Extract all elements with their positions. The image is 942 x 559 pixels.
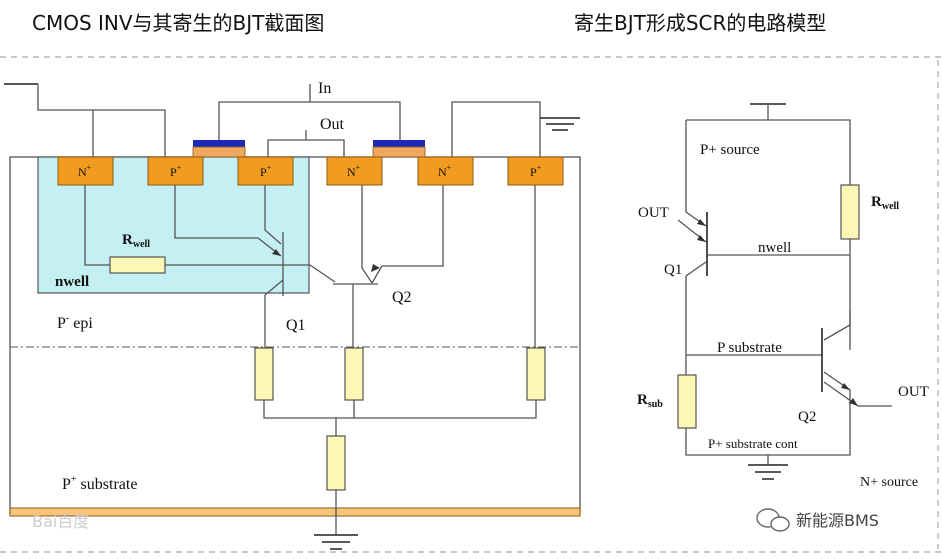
rsub-resistor-1 <box>254 347 274 401</box>
q2-emitter-wire <box>371 185 444 284</box>
q1-label-right: Q1 <box>664 262 682 278</box>
q2-emitter2-wire <box>361 185 373 284</box>
ground-symbol-right <box>748 464 788 480</box>
q2-arrow <box>371 264 380 272</box>
svg-text:N+: N+ <box>347 163 361 179</box>
diffusion-p1: P+ <box>147 156 204 186</box>
title-left: CMOS INV与其寄生的BJT截面图 <box>32 11 324 35</box>
q1r-out-arrow <box>697 235 706 242</box>
diffusion-n2: N+ <box>326 156 383 186</box>
rsub-join-wire <box>263 400 537 419</box>
q2-label-right: Q2 <box>798 409 816 425</box>
rsub-resistor-right <box>677 374 697 429</box>
q1-label: Q1 <box>286 317 306 334</box>
nwell-label-right: nwell <box>758 240 791 256</box>
cross-section: In Out N+ P+ P+ N+ N+ P+ Rw <box>4 80 581 550</box>
rwell-resistor <box>109 256 166 274</box>
q1r-emitter <box>685 120 707 227</box>
svg-text:N+: N+ <box>78 163 92 179</box>
q1-emitter-wire <box>174 185 282 257</box>
substrate-contact-bar <box>9 507 581 517</box>
svg-text:N+: N+ <box>438 163 452 179</box>
p-sub-cont-label: P+ substrate cont <box>708 436 798 451</box>
q2-collector-wire <box>283 264 336 283</box>
q2r-emitter <box>685 371 851 456</box>
pmos-gate-poly <box>193 140 245 147</box>
ground-symbol-bottom <box>314 534 358 550</box>
p-source-label: P+ source <box>700 142 760 158</box>
diffusion-p2: P+ <box>237 156 294 186</box>
svg-text:P+: P+ <box>260 163 272 179</box>
pmos-gate-oxide <box>192 146 246 158</box>
rsub-label-right: Rsub <box>637 392 663 410</box>
nwell-label: nwell <box>55 274 89 290</box>
rwell-resistor-right <box>840 184 860 240</box>
p-source-rail <box>686 119 851 185</box>
p-substrate-label: P+ substrate <box>62 474 137 493</box>
out-left-label: OUT <box>638 205 669 221</box>
title-right: 寄生BJT形成SCR的电路模型 <box>574 11 826 35</box>
nmos-gate-poly <box>373 140 425 147</box>
n-source-label: N+ source <box>860 475 918 490</box>
out-wire <box>267 139 345 157</box>
q1-emitter2-wire <box>264 185 282 245</box>
rwell-left-wire <box>84 185 110 266</box>
gnd-rail <box>451 101 541 157</box>
rwell-label-right: Rwell <box>871 194 899 212</box>
q2r-arrow <box>841 383 850 390</box>
scr-model: P+ source Rwell OUT nwell Q1 P substrate… <box>637 103 929 490</box>
q1r-arrow <box>697 219 706 226</box>
nmos-gate-oxide <box>372 146 426 158</box>
svg-text:P+: P+ <box>530 163 542 179</box>
in-label: In <box>318 80 331 97</box>
baidu-watermark: Bai百度 <box>32 512 89 531</box>
p-substrate-label-right: P substrate <box>717 340 782 356</box>
q2r-collector <box>823 310 851 341</box>
q2-label: Q2 <box>392 289 412 306</box>
diffusion-p3: P+ <box>507 156 564 186</box>
diffusion-n3: N+ <box>417 156 474 186</box>
q1r-collector <box>685 261 707 415</box>
q2r-out-arrow <box>849 398 858 406</box>
p-epi-label: P- epi <box>57 313 93 332</box>
out-label: Out <box>320 116 345 133</box>
out-right-label: OUT <box>898 384 929 400</box>
bms-watermark: 新能源BMS <box>756 508 879 532</box>
q2r-out-wire <box>823 381 892 407</box>
rwell-label: Rwell <box>122 232 150 250</box>
svg-text:P+: P+ <box>170 163 182 179</box>
q1-arrow <box>272 249 281 256</box>
rsub-resistor-main <box>326 435 346 491</box>
bms-watermark-text: 新能源BMS <box>796 511 879 530</box>
in-wire <box>218 101 401 140</box>
diffusion-n1: N+ <box>57 156 114 186</box>
ground-symbol-top <box>540 117 580 131</box>
rsub-resistor-3 <box>526 347 546 401</box>
rsub-resistor-2 <box>344 347 364 401</box>
vdd-rail-left <box>37 84 166 157</box>
